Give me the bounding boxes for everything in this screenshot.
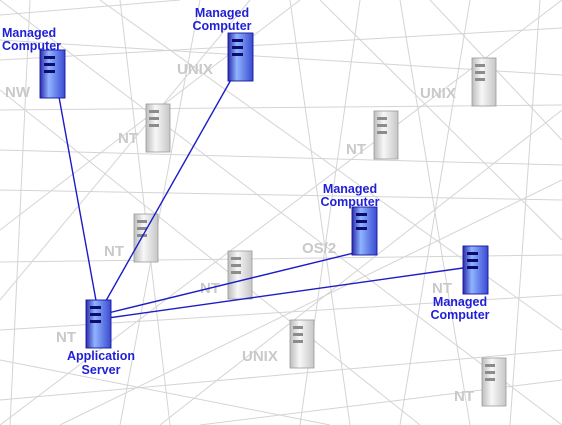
background-server-nt-4 (227, 250, 253, 300)
managed-computer-icon-1[interactable] (39, 49, 66, 99)
managed-computer-icon-2[interactable] (227, 32, 254, 82)
os-label-unix-right: UNIX (420, 85, 456, 102)
svg-text:Computer: Computer (430, 308, 489, 322)
link-top-center (102, 77, 233, 307)
background-server-nt-2 (373, 110, 399, 160)
svg-text:Computer: Computer (192, 19, 251, 33)
managed-computer-label-3: Managed Computer (320, 182, 379, 209)
svg-text:Managed: Managed (195, 6, 249, 20)
svg-text:Managed: Managed (2, 26, 56, 40)
os-label-os2: OS/2 (302, 240, 336, 257)
managed-computer-icon-3[interactable] (351, 206, 378, 256)
application-server-icon[interactable] (85, 299, 112, 349)
os-label-nt-3: NT (104, 243, 124, 260)
svg-text:Managed: Managed (433, 295, 487, 309)
background-server-nt-1 (145, 103, 171, 153)
link-right (107, 266, 471, 319)
svg-text:Computer: Computer (320, 195, 379, 209)
os-label-nt-2: NT (346, 141, 366, 158)
managed-computer-label-2: Managed Computer (192, 6, 251, 33)
svg-text:Server: Server (82, 363, 121, 377)
background-server-unix-2 (289, 319, 315, 369)
os-label-unix-bottom: UNIX (242, 348, 278, 365)
os-label-nt-5: NT (432, 280, 452, 297)
os-label-nt-1: NT (118, 130, 138, 147)
background-server-unix-1 (471, 57, 497, 107)
link-mid-right (107, 250, 363, 314)
link-top-left (58, 96, 98, 307)
managed-computer-label-1: Managed Computer (2, 26, 61, 53)
application-server-label: Application Server (67, 349, 135, 377)
connection-lines (58, 77, 471, 319)
svg-text:Application: Application (67, 349, 135, 363)
svg-text:Managed: Managed (323, 182, 377, 196)
svg-text:Computer: Computer (2, 39, 61, 53)
managed-computer-label-4: Managed Computer (430, 295, 489, 322)
os-label-unix-top: UNIX (177, 61, 213, 78)
managed-computer-icon-4[interactable] (462, 245, 489, 295)
background-server-nt-5 (481, 357, 507, 407)
os-label-nt-6: NT (56, 329, 76, 346)
os-label-nt-7: NT (454, 388, 474, 405)
background-server-nt-3 (133, 213, 159, 263)
os-label-nw: NW (5, 84, 31, 101)
